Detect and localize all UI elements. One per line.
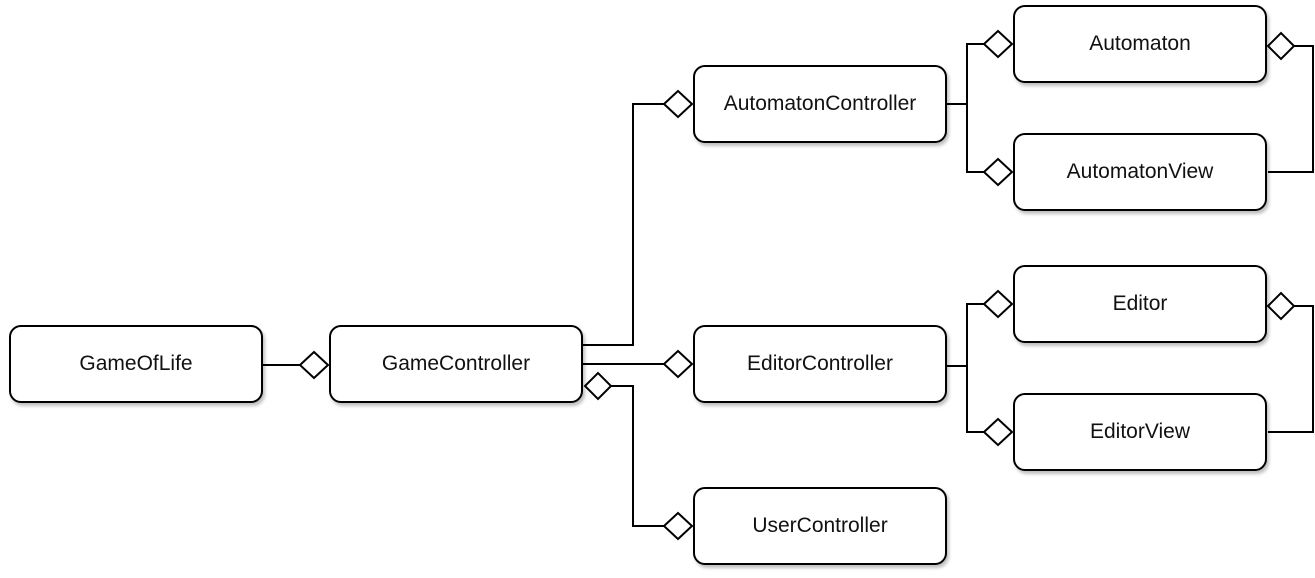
connector-gamecontroller-automatoncontroller: [583, 103, 664, 346]
aggregation-diamond-icon: [662, 349, 694, 379]
aggregation-diamond-icon: [982, 157, 1014, 187]
node-editor-controller: EditorController: [693, 325, 947, 403]
aggregation-diamond-icon: [982, 29, 1014, 59]
aggregation-diamond-icon: [1266, 291, 1296, 321]
node-automaton: Automaton: [1013, 5, 1267, 83]
aggregation-diamond-icon: [583, 371, 613, 401]
aggregation-diamond-icon: [982, 289, 1014, 319]
connector-automatoncontroller-automatonview: [966, 104, 984, 173]
node-automaton-controller: AutomatonController: [693, 65, 947, 143]
node-user-controller: UserController: [693, 487, 947, 565]
connector-editorcontroller-editorview: [966, 366, 984, 433]
node-game-controller: GameController: [329, 325, 583, 403]
aggregation-diamond-icon: [662, 511, 694, 541]
connector-automaton-automatonview: [1268, 45, 1314, 173]
aggregation-diamond-icon: [298, 350, 330, 380]
connector-gamecontroller-usercontroller: [611, 385, 664, 527]
aggregation-diamond-icon: [1266, 31, 1296, 61]
node-editor: Editor: [1013, 265, 1267, 343]
connector-editorcontroller-editor: [947, 303, 984, 367]
aggregation-diamond-icon: [982, 417, 1014, 447]
aggregation-diamond-icon: [662, 89, 694, 119]
node-automaton-view: AutomatonView: [1013, 133, 1267, 211]
connector-automatoncontroller-automaton: [947, 43, 984, 105]
node-editor-view: EditorView: [1013, 393, 1267, 471]
node-game-of-life: GameOfLife: [9, 325, 263, 403]
connector-editor-editorview: [1268, 305, 1314, 433]
